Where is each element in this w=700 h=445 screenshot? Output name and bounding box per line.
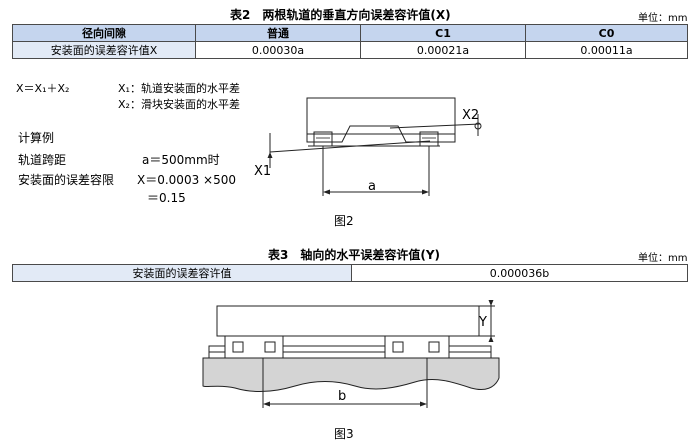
figure2-label-x1: X1: [254, 164, 271, 179]
example-span-label: 轨道跨距: [18, 153, 67, 167]
figure2-table-plate: [306, 97, 456, 135]
figure2-carriage: [306, 125, 456, 143]
table2-value-row: 安装面的误差容许值X 0.00030a 0.00021a 0.00011a: [12, 41, 688, 59]
example-error-expression: X＝0.0003 ×500: [137, 173, 236, 187]
example-span-value: a＝500mm时: [142, 153, 220, 167]
figure3-label-y: Y: [478, 315, 487, 330]
figure3-y-arrow-top: [488, 300, 494, 306]
table2-value-normal: 0.00030a: [195, 41, 361, 59]
figure3-base-mount: [202, 357, 500, 393]
figure2-a-arrow-left: [323, 189, 330, 195]
figure3-right-carriage-bolt-1: [392, 341, 404, 353]
figure3-diagram: Y b: [202, 300, 500, 408]
figure3-left-carriage-bolt-2: [264, 341, 276, 353]
table2-value-c0: 0.00011a: [525, 41, 688, 59]
table2-caption: 表2 两根轨道的垂直方向误差容许值(X): [230, 8, 451, 22]
formula-x2-note: X₂：滑块安装面的水平差: [118, 98, 240, 111]
figure2-x1-arrow: [267, 152, 273, 158]
table2-header-normal: 普通: [195, 24, 361, 42]
table3-caption: 表3 轴向的水平误差容许值(Y): [268, 248, 441, 262]
figure2-x1-reference-line: [269, 140, 431, 153]
table2-header-c1: C1: [360, 24, 526, 42]
table2-header-clearance: 径向间隙: [12, 24, 196, 42]
figure2-label-x2: X2: [462, 108, 479, 123]
figure3-table-plate: [216, 305, 480, 337]
example-error-label: 安装面的误差容限: [18, 173, 115, 187]
table3-row-label: 安装面的误差容许值: [12, 264, 352, 282]
figure2-caption: 图2: [334, 214, 354, 228]
figure2-diagram: X1 X2 a: [254, 97, 482, 196]
table2-row-label: 安装面的误差容许值X: [12, 41, 196, 59]
figure3-left-carriage-bolt-1: [232, 341, 244, 353]
table2-unit: 单位：mm: [638, 13, 688, 24]
figure3-right-carriage-bolt-2: [428, 341, 440, 353]
table3-row-value: 0.000036b: [351, 264, 688, 282]
figure3-label-b: b: [338, 389, 346, 404]
figure3-b-arrow-right: [420, 401, 427, 407]
figure3-left-carriage: [224, 335, 284, 359]
formula-x1-note: X₁：轨道安装面的水平差: [118, 82, 240, 95]
table2: 径向间隙 普通 C1 C0 安装面的误差容许值X 0.00030a 0.0002…: [12, 24, 688, 59]
figure2-x2-reference-line: [389, 123, 481, 129]
table2-header-row: 径向间隙 普通 C1 C0: [12, 24, 688, 42]
figure2-x2-marker: [474, 122, 482, 130]
figure3-caption: 图3: [334, 427, 354, 441]
table2-header-c0: C0: [525, 24, 688, 42]
table3-unit: 单位：mm: [638, 253, 688, 264]
example-error-result: ＝0.15: [147, 191, 186, 205]
formula-main: X＝X₁＋X₂: [16, 82, 70, 95]
figure2-label-a: a: [368, 179, 376, 194]
figure2-a-arrow-right: [422, 189, 429, 195]
table3: 安装面的误差容许值 0.000036b: [12, 264, 688, 282]
table2-value-c1: 0.00021a: [360, 41, 526, 59]
figure3-b-arrow-left: [263, 401, 270, 407]
example-title: 计算例: [18, 131, 55, 145]
table3-row: 安装面的误差容许值 0.000036b: [12, 264, 688, 282]
figure3-y-arrow-bottom: [488, 336, 494, 342]
